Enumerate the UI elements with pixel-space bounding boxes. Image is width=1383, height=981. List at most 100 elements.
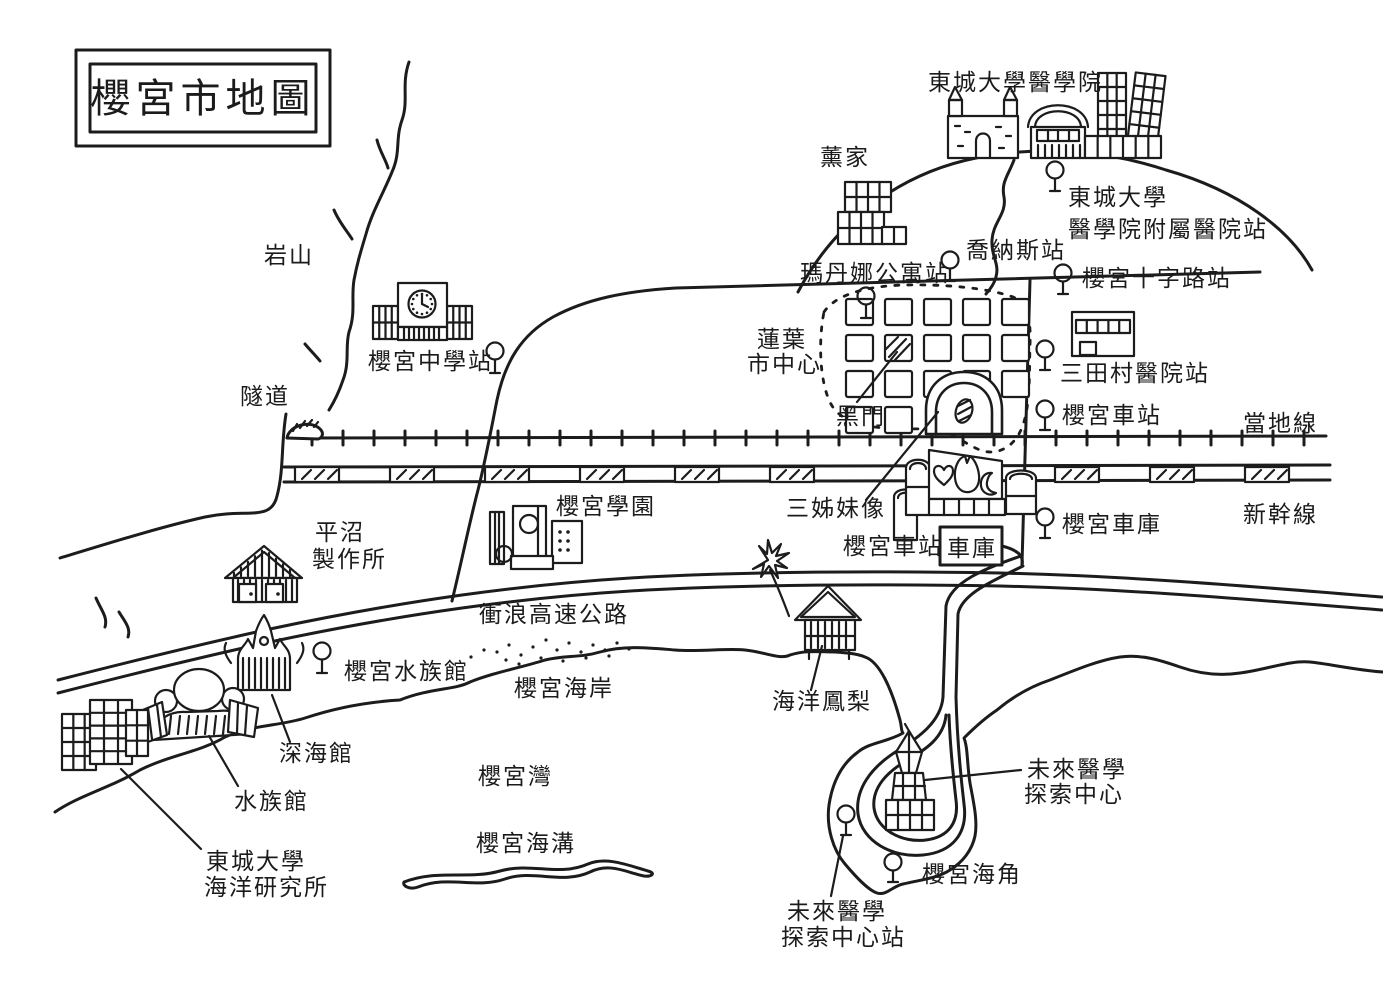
title-box [74,48,332,148]
palm-leaves [751,538,791,580]
city-boundary-dotted [819,283,1032,454]
hatch-line [775,468,788,481]
aquarium-side-stripes [235,701,249,737]
clock-face [407,289,437,319]
campus-slab [488,510,506,566]
statue-hatch [956,398,973,423]
label-depot-stop: 櫻宮車庫 [1062,512,1162,538]
hatch-line [611,468,624,481]
kaoru-building [836,180,908,246]
hatch-line [1060,468,1073,481]
label-kaoru-house: 薰家 [820,145,870,171]
aquarium-building [136,667,260,745]
label-ocean-pineapple: 海洋鳳梨 [772,689,872,715]
castle-stripes [241,656,287,690]
river-branch [375,138,390,170]
station-window-band [927,497,1007,517]
label-lotus-center-2: 市中心 [747,352,822,378]
station-pin-madonna [856,286,876,320]
school-windows [371,304,474,341]
campus-tree [494,544,514,564]
label-univ-hospital-2: 醫學院附屬醫院站 [1068,217,1268,243]
map-labels: 櫻宮市地圖 東城大學醫學院 薰家 東城大學 醫學院附屬醫院站 喬納斯站 瑪丹娜公… [91,70,1318,951]
sand-dot [579,650,583,654]
sand-dot [591,643,595,647]
church-spire [947,85,964,102]
statue-oval [954,398,974,424]
wall-stripe [221,714,227,736]
clock-dot [425,311,429,315]
clock-dot [420,312,424,316]
observatory-dome-inner [1033,110,1083,129]
sand-dot [469,655,473,659]
label-marine-institute-1: 東城大學 [206,849,306,875]
window-line [1128,122,1161,129]
tunnel-hatch [291,418,320,433]
campus-base [509,554,555,571]
sand-dot [603,648,607,652]
campus-round-window [518,513,540,535]
map-ink: 櫻宮市地圖 東城大學醫學院 薰家 東城大學 醫學院附屬醫院站 喬納斯站 瑪丹娜公… [53,48,1383,951]
sand-dot [627,647,631,651]
church-body [946,114,1020,160]
hatch-line [801,468,814,481]
hatch-line [421,468,434,481]
annex-dot [558,548,562,552]
wall-stripe [185,714,191,736]
label-madonna-station: 瑪丹娜公寓站 [800,261,950,287]
institute-building [60,698,150,772]
label-shinkansen: 新幹線 [1243,502,1318,528]
label-local-line: 當地線 [1243,411,1318,437]
castle-flick [295,641,305,665]
label-future-center-1: 未來醫學 [1027,757,1127,783]
beach-dots [469,638,631,666]
wall-stripe [194,714,200,736]
clock-dot [415,311,419,315]
hatch-line [516,468,529,481]
palm-trunk [768,568,791,618]
train-icon [1004,469,1038,516]
hatch-line [693,468,706,481]
title-inner-frame [88,62,318,134]
hill-road [984,158,1016,296]
clock-dot [425,294,429,297]
gate-hatch-lines [884,335,912,362]
house-stilts [807,648,851,661]
label-cape: 櫻宮海角 [922,862,1022,888]
campus-building [488,504,584,571]
clock-dot [412,297,415,301]
city-block [922,333,953,363]
label-trench: 櫻宮海溝 [476,831,576,857]
station-pin-sakuramiya-east [1035,399,1055,432]
hatch-line [585,468,598,481]
hatch-line [300,468,313,481]
label-lotus-center-1: 蓮葉 [757,327,807,353]
label-sakuramiya-east-station: 櫻宮車站 [1062,403,1162,429]
sand-dot [607,654,611,658]
church-building [946,85,1020,160]
city-center [819,283,1032,454]
hatch-line [598,468,611,481]
station-pin-future-center [836,804,856,837]
church-door [974,132,992,160]
label-future-center-2: 探索中心 [1024,782,1124,808]
school-base-stripes [402,326,441,342]
city-block [844,333,875,363]
sand-dot [584,656,588,660]
sand-dot [561,659,565,663]
label-coast: 櫻宮海岸 [514,676,614,702]
station-pin-univ-hospital [1045,160,1065,193]
highway-upper [56,570,1383,682]
observatory-dome [1026,104,1090,129]
clock-hands [420,293,430,309]
sand-dot [504,658,508,662]
pineapple-pointer [809,644,824,692]
window-line [1133,84,1166,91]
label-aquarium-station: 櫻宮水族館 [344,659,469,685]
label-black-gate: 黑門 [836,404,886,430]
shore-mark [117,610,131,639]
door-knob [276,592,280,596]
pointer-lines [119,350,1023,898]
hatch-line [503,468,516,481]
city-block [1000,297,1031,327]
